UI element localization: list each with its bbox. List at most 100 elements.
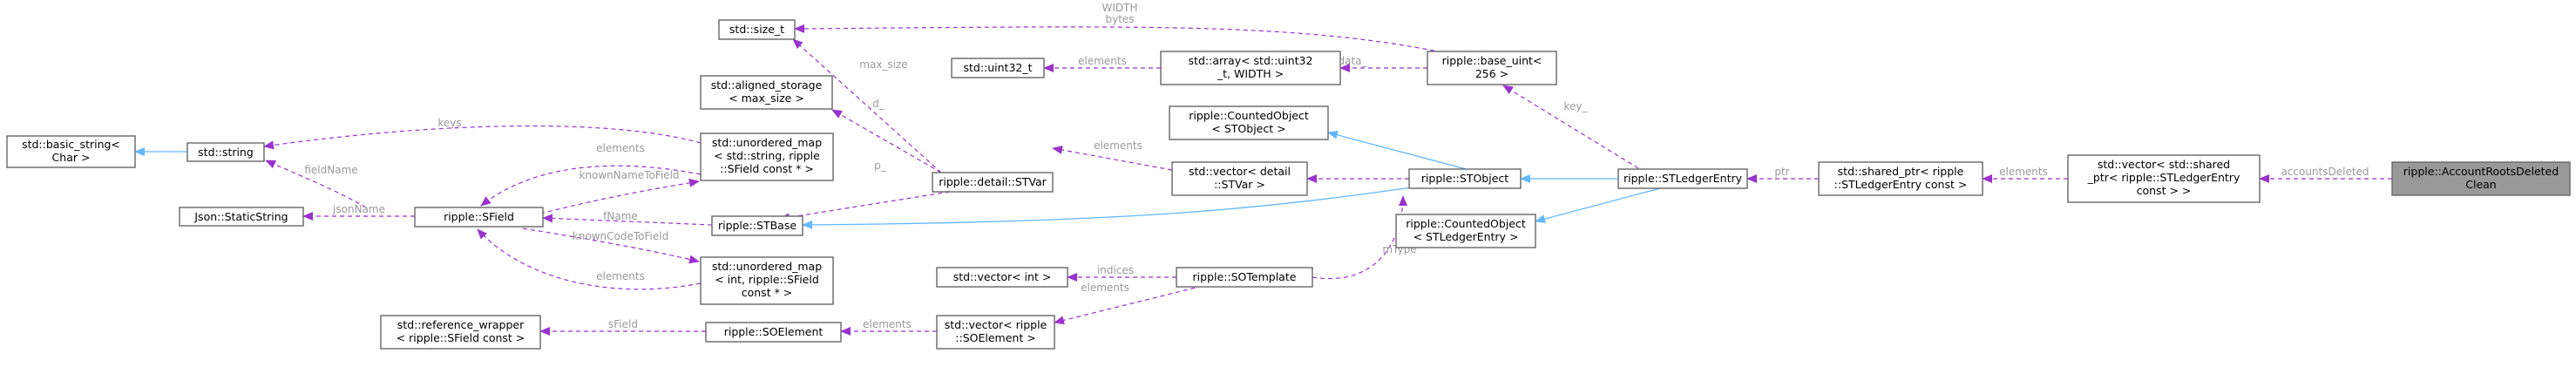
edge-sfield-umap-string <box>539 178 700 214</box>
node-vector-int-line-1: std::vector< int > <box>953 270 1052 283</box>
edge-stobject-stbase <box>802 184 1430 229</box>
node-counted-stobject[interactable]: ripple::CountedObject < STObject > <box>1169 105 1329 140</box>
edge-stvar-size <box>792 38 942 173</box>
node-stbase[interactable]: ripple::STBase <box>711 215 803 236</box>
edge-umap-int-sfield <box>477 228 702 290</box>
node-unordered-map-string-line-1: std::unordered_map <box>712 136 822 149</box>
node-account-roots-deleted-clean[interactable]: ripple::AccountRootsDeleted Clean <box>2391 161 2571 196</box>
edge-label-keys: keys <box>437 117 461 129</box>
node-base-uint-line-2: 256 > <box>1475 67 1508 80</box>
node-shared-ptr[interactable]: std::shared_ptr< ripple ::STLedgerEntry … <box>1818 161 1983 196</box>
node-vector-shared-ptr-line-1: std::vector< std::shared <box>2098 158 2230 171</box>
node-size-t[interactable]: std::size_t <box>718 19 796 40</box>
node-reference-wrapper-line-2: < ripple::SField const > <box>397 331 525 344</box>
node-base-uint[interactable]: ripple::base_uint< 256 > <box>1427 51 1557 85</box>
edge-label-elements-vec-soe: elements <box>863 318 912 330</box>
edge-label-key: key_ <box>1563 100 1588 112</box>
node-vector-shared-ptr[interactable]: std::vector< std::shared _ptr< ripple::S… <box>2067 154 2261 203</box>
node-array[interactable]: std::array< std::uint32 _t, WIDTH > <box>1160 51 1341 85</box>
node-string[interactable]: std::string <box>186 142 265 162</box>
node-unordered-map-int[interactable]: std::unordered_map < int, ripple::SField… <box>700 256 834 305</box>
node-vector-stvar-line-1: std::vector< detail <box>1189 165 1291 178</box>
edge-label-knownnametofield: knownNameToField <box>579 169 679 181</box>
node-counted-stobject-line-2: < STObject > <box>1211 122 1285 135</box>
edge-label-fname: fName <box>603 210 638 222</box>
edge-label-jsonname: jsonName <box>332 203 385 215</box>
node-vector-soelement-line-1: std::vector< ripple <box>945 318 1047 331</box>
node-array-line-1: std::array< std::uint32 <box>1189 54 1313 67</box>
node-sfield[interactable]: ripple::SField <box>414 207 544 228</box>
edge-umap-string-sfield <box>480 165 702 207</box>
node-soelement[interactable]: ripple::SOElement <box>705 322 842 343</box>
edge-label-data: data_ <box>1338 55 1367 67</box>
edge-label-width: WIDTH <box>1102 2 1138 14</box>
edge-label-elements-soe: elements <box>1081 282 1129 294</box>
node-reference-wrapper-line-1: std::reference_wrapper <box>397 318 525 331</box>
node-soelement-line-1: ripple::SOElement <box>724 325 824 338</box>
node-vector-stvar[interactable]: std::vector< detail ::STVar > <box>1171 161 1308 196</box>
edge-label-p: p_ <box>874 160 887 172</box>
node-aligned-storage-line-2: < max_size > <box>729 92 804 105</box>
edge-label-knowncodetofield: knownCodeToField <box>573 230 668 242</box>
node-stobject[interactable]: ripple::STObject <box>1408 168 1522 189</box>
node-vector-stvar-line-2: ::STVar > <box>1214 178 1265 191</box>
node-sotemplate-line-1: ripple::SOTemplate <box>1193 270 1297 283</box>
edge-label-fieldname: fieldName <box>304 164 357 176</box>
edge-label-d: d_ <box>872 98 885 110</box>
edge-sfield-string <box>265 160 367 208</box>
node-sotemplate[interactable]: ripple::SOTemplate <box>1176 267 1313 288</box>
node-shared-ptr-line-2: ::STLedgerEntry const > <box>1834 178 1968 191</box>
edge-label-elements-arr: elements <box>1078 55 1127 67</box>
node-vector-soelement-line-2: ::SOElement > <box>955 331 1035 344</box>
node-stbase-line-1: ripple::STBase <box>718 219 797 232</box>
edge-label-elements-stvar: elements <box>1094 139 1142 152</box>
edge-label-sfield: sField <box>608 318 638 330</box>
node-basic-string-line-2: Char > <box>52 151 91 164</box>
node-counted-stledgerentry-line-1: ripple::CountedObject <box>1406 217 1526 230</box>
node-vector-soelement[interactable]: std::vector< ripple ::SOElement > <box>936 315 1055 350</box>
node-base-uint-line-1: ripple::base_uint< <box>1442 54 1542 67</box>
edge-stobject-counted <box>1327 130 1474 172</box>
node-stvar[interactable]: ripple::detail::STVar <box>932 172 1054 193</box>
node-aligned-storage-line-1: std::aligned_storage <box>711 78 823 92</box>
edge-label-ptr: ptr <box>1774 166 1789 178</box>
node-string-line-1: std::string <box>198 146 254 159</box>
node-size-t-line-1: std::size_t <box>729 23 784 36</box>
node-counted-stledgerentry-line-2: < STLedgerEntry > <box>1413 230 1519 243</box>
node-account-roots-deleted-clean-line-1: ripple::AccountRootsDeleted <box>2403 165 2559 178</box>
edge-label-indices: indices <box>1097 264 1134 276</box>
node-stvar-line-1: ripple::detail::STVar <box>939 175 1047 188</box>
node-aligned-storage[interactable]: std::aligned_storage < max_size > <box>700 75 833 110</box>
node-json-staticstring[interactable]: Json::StaticString <box>179 207 304 227</box>
edge-label-elements-vec: elements <box>1999 166 2048 178</box>
node-basic-string-line-1: std::basic_string< <box>22 138 120 151</box>
edge-label-max-size: max_size <box>859 58 907 71</box>
node-array-line-2: _t, WIDTH > <box>1217 67 1284 80</box>
node-basic-string[interactable]: std::basic_string< Char > <box>6 135 136 168</box>
node-uint32-line-1: std::uint32_t <box>963 61 1032 74</box>
edge-stvar-aligned <box>831 109 942 173</box>
node-reference-wrapper[interactable]: std::reference_wrapper < ripple::SField … <box>380 315 541 350</box>
node-stledgerentry-line-1: ripple::STLedgerEntry <box>1624 172 1743 185</box>
node-unordered-map-string[interactable]: std::unordered_map < std::string, ripple… <box>700 133 834 181</box>
node-unordered-map-string-line-2: < std::string, ripple <box>714 149 820 162</box>
edge-umap-string-keys <box>263 125 702 150</box>
node-account-roots-deleted-clean-line-2: Clean <box>2465 178 2496 191</box>
node-uint32[interactable]: std::uint32_t <box>951 58 1045 78</box>
node-sfield-line-1: ripple::SField <box>444 210 514 223</box>
node-stobject-line-1: ripple::STObject <box>1421 172 1508 185</box>
edge-label-elements-um1: elements <box>596 142 645 154</box>
edge-label-elements-um2: elements <box>596 270 645 282</box>
node-unordered-map-int-line-1: std::unordered_map <box>712 260 822 273</box>
node-stledgerentry[interactable]: ripple::STLedgerEntry <box>1617 168 1748 189</box>
edge-stvar-stbase <box>779 191 951 222</box>
node-vector-int[interactable]: std::vector< int > <box>936 267 1068 288</box>
node-counted-stobject-line-1: ripple::CountedObject <box>1189 109 1309 122</box>
node-unordered-map-int-line-2: < int, ripple::SField <box>715 273 819 286</box>
edge-stledger-baseuint <box>1502 85 1639 169</box>
node-vector-shared-ptr-line-2: _ptr< ripple::STLedgerEntry <box>2087 171 2240 184</box>
node-unordered-map-int-line-3: const * > <box>742 286 793 299</box>
node-json-staticstring-line-1: Json::StaticString <box>193 210 288 223</box>
node-counted-stledgerentry[interactable]: ripple::CountedObject < STLedgerEntry > <box>1395 214 1536 248</box>
